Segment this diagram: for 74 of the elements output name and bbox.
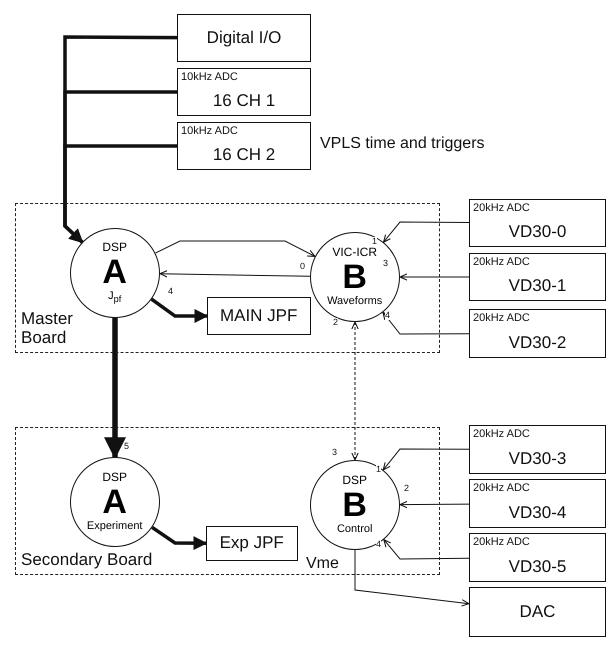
module-label: VD30-2 [508, 333, 568, 353]
board-label: Master Board [21, 308, 74, 348]
rate-label: 20kHz ADC [473, 312, 530, 324]
processor-label: DSP [102, 241, 128, 253]
module-box [469, 199, 606, 247]
arrow [151, 526, 208, 550]
arrow [354, 550, 470, 607]
arrow [63, 144, 177, 244]
port-number: 1 [376, 465, 382, 474]
arrow [383, 539, 470, 560]
processor-letter: A [102, 485, 127, 520]
module-box [469, 425, 606, 474]
port-number: 2 [404, 484, 410, 493]
arrow [351, 321, 359, 461]
port-number: 2 [333, 318, 338, 327]
port-number: 1 [372, 237, 378, 246]
module-label: 16 CH 1 [212, 91, 276, 111]
arrow [154, 240, 316, 257]
rate-label: 10kHz ADC [181, 71, 238, 83]
rate-label: 20kHz ADC [473, 202, 530, 214]
module-box [206, 296, 311, 335]
rate-label: 10kHz ADC [181, 125, 238, 137]
rate-label: 20kHz ADC [473, 428, 530, 440]
port-number: 4 [385, 311, 390, 320]
arrow [382, 312, 470, 334]
arrow [399, 273, 470, 281]
arrow [159, 270, 310, 278]
rate-label: 20kHz ADC [473, 482, 530, 494]
arrow [150, 298, 208, 323]
processor-letter: A [102, 255, 127, 289]
module-box [469, 309, 606, 358]
module-box [206, 526, 298, 561]
processor-label: Experiment [86, 521, 142, 532]
arrow [382, 448, 470, 470]
processor-letter: B [342, 260, 367, 294]
module-box [469, 587, 606, 637]
module-label: Digital I/O [206, 28, 282, 48]
module-label: VD30-5 [508, 557, 568, 577]
port-number: 4 [376, 540, 382, 549]
board-label: Secondary Board [21, 550, 154, 570]
module-label: 16 CH 2 [212, 145, 276, 165]
processor-label: Waveforms [327, 296, 382, 308]
processor-label: Control [336, 524, 372, 536]
board-boundary [15, 427, 440, 575]
module-label: VD30-4 [508, 503, 568, 523]
module-box [177, 122, 311, 170]
processor-label: DSP [342, 474, 368, 486]
port-number: 3 [332, 448, 338, 457]
processor-label: DSP [102, 471, 128, 484]
port-number: 3 [383, 259, 388, 268]
port-number: 4 [168, 287, 174, 296]
processor-letter: B [342, 488, 367, 522]
port-number: 5 [124, 442, 130, 451]
rate-label: 20kHz ADC [473, 536, 530, 548]
module-box [469, 479, 606, 528]
arrow [399, 500, 470, 508]
module-box [177, 14, 311, 62]
module-label: DAC [518, 602, 556, 622]
module-label: VD30-0 [508, 222, 568, 242]
module-box [469, 253, 606, 301]
module-label: VD30-3 [508, 449, 568, 469]
rate-label: 20kHz ADC [473, 256, 530, 268]
module-label: Exp JPF [218, 533, 285, 554]
module-label: VD30-1 [508, 276, 568, 296]
board-boundary [15, 203, 440, 353]
arrow [382, 222, 470, 243]
processor-label: J$_{pf}$ [108, 291, 122, 304]
module-box [177, 68, 311, 116]
annotation-text: VPLS time and triggers [320, 136, 485, 152]
arrow [104, 318, 126, 460]
processor-label: VIC-ICR [332, 246, 378, 258]
module-box [469, 533, 606, 582]
port-number: 0 [300, 262, 306, 271]
module-label: MAIN JPF [218, 306, 298, 326]
